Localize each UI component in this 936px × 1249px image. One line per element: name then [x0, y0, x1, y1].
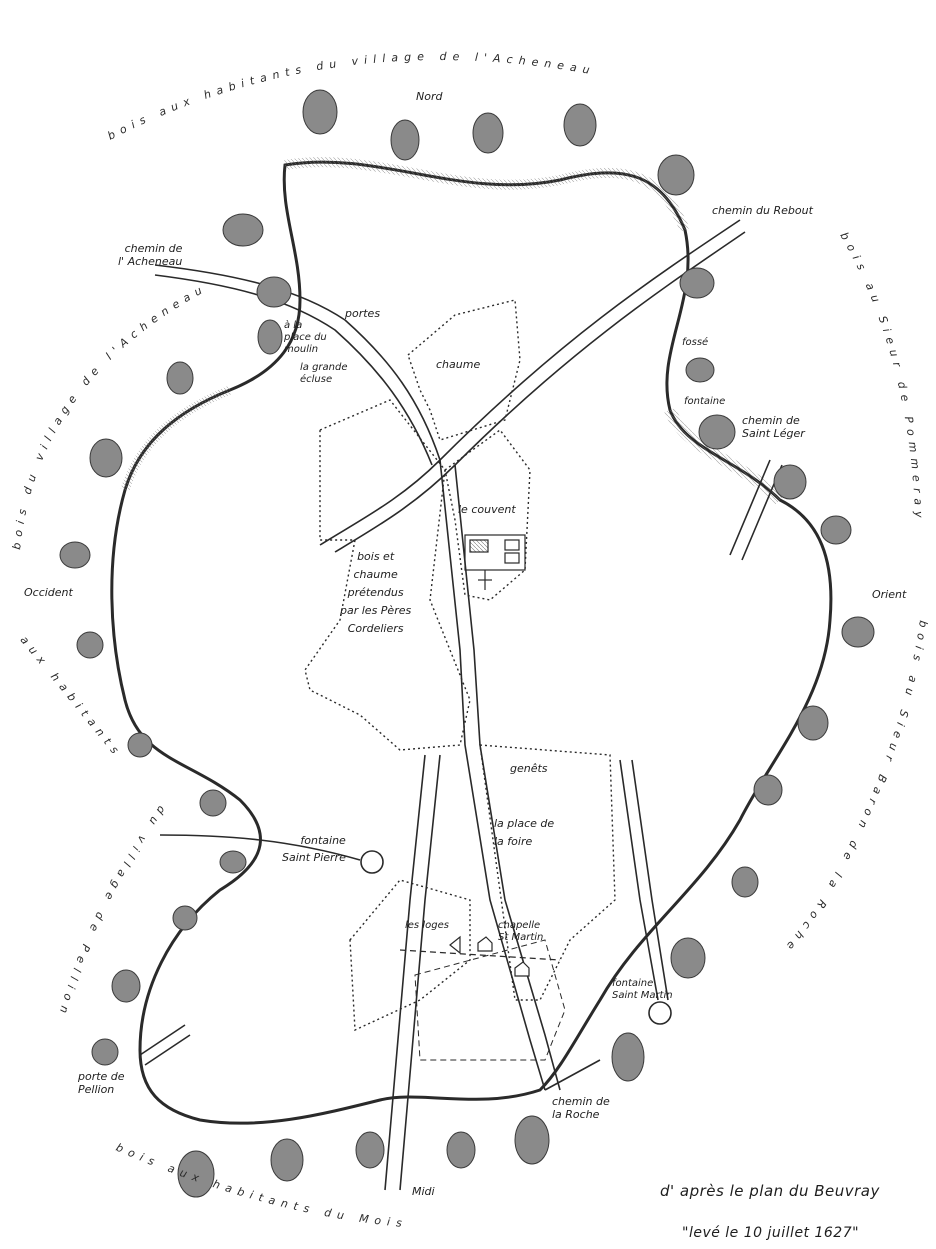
wood-label-right: bois au Sieur de Pommeray [837, 230, 925, 524]
place-label-couvent: le couvent [458, 503, 516, 516]
tree-icon [797, 705, 829, 741]
place-label-loges: les loges [405, 920, 449, 931]
tree-icon [256, 276, 292, 308]
road-roche-a [544, 1059, 601, 1091]
road-label-saint-leger: chemin de Saint Léger [742, 414, 805, 440]
parcel-genets [479, 744, 616, 1001]
tree-icon [76, 631, 104, 659]
tree-icon [222, 213, 264, 247]
tree-icon [698, 414, 736, 450]
tree-icon [472, 112, 504, 154]
place-label-fontaine-martin: fontaine Saint Martin [612, 978, 673, 1001]
tree-icon [685, 357, 715, 383]
compass-west: Occident [24, 586, 73, 599]
roads [139, 219, 783, 1191]
tree-icon [446, 1131, 476, 1169]
tree-icon [390, 119, 420, 161]
tree-icon [841, 616, 875, 648]
forest-boundary [110, 160, 833, 1125]
place-label-fontaine: fontaine [684, 396, 726, 407]
road-central-b [454, 464, 561, 1091]
tree-icon [514, 1115, 550, 1165]
road-fontaine-martin [619, 759, 659, 1001]
tree-icon [59, 541, 91, 569]
tree-icon [91, 1038, 119, 1066]
tree-icon [753, 774, 783, 806]
boundary-shading-left [120, 385, 232, 492]
parcel-south [414, 939, 566, 1061]
road-pierre [159, 834, 361, 861]
place-label-portes: portes [345, 307, 381, 320]
tree-icon [820, 515, 852, 545]
tree-icon [563, 103, 597, 147]
tree-icon [166, 361, 194, 395]
place-label-place-foire: la place de la foire [494, 817, 555, 848]
source-note-line1: d' après le plan du Beuvray [660, 1182, 880, 1200]
parcel-bois-chaume [304, 399, 471, 751]
parcel-loges [349, 879, 471, 1032]
road-rebout-a [319, 219, 741, 546]
wood-label-lower-left-a: aux habitants [18, 633, 125, 760]
tree-icon [111, 969, 141, 1003]
convent-building [464, 534, 526, 590]
tree-icon [611, 1032, 645, 1082]
place-label-genets: genêts [510, 762, 548, 775]
tree-icon [670, 937, 706, 979]
boundary-trees [59, 89, 875, 1198]
road-rebout-b [334, 231, 746, 553]
source-note-line2: "levé le 10 juillet 1627" [682, 1225, 860, 1241]
parcel-couvent [444, 429, 531, 601]
chapel-symbols [399, 935, 561, 977]
tree-icon [219, 850, 247, 874]
road-saint-leger-a [729, 459, 771, 556]
tree-icon [679, 267, 715, 299]
tree-icon [172, 905, 198, 931]
boundary-shading-right [664, 407, 785, 505]
compass-north: Nord [416, 90, 443, 103]
road-fontaine-martin-b [631, 759, 669, 1001]
road-south-west-b [399, 754, 441, 1191]
road-label-rebout: chemin du Rebout [712, 204, 813, 217]
place-label-moulin: à la place du moulin [284, 320, 327, 355]
road-label-acheneau: chemin de l' Acheneau [118, 242, 183, 268]
road-acheneau-a [154, 264, 441, 461]
road-south-west-a [384, 754, 426, 1191]
road-label-porte-pellion: porte de Pellion [78, 1070, 125, 1096]
place-label-ecluse: la grande écluse [300, 362, 348, 385]
fontaine-saint-pierre-marker [360, 850, 384, 874]
wood-label-top: bois aux habitants du village de l'Achen… [106, 50, 597, 143]
place-label-fontaine-pierre: fontaine Saint Pierre [282, 834, 346, 864]
place-label-fosse: fossé [682, 337, 709, 348]
road-pellion-a [139, 1024, 186, 1056]
road-acheneau-b [154, 274, 433, 466]
compass-south: Midi [412, 1185, 435, 1198]
tree-icon [355, 1131, 385, 1169]
tree-icon [89, 438, 123, 478]
road-label-roche: chemin de la Roche [552, 1095, 610, 1121]
tree-icon [302, 89, 338, 135]
place-label-bois-chaume: bois et chaume prétendus par les Pères C… [340, 550, 412, 635]
tree-icon [257, 319, 283, 355]
road-central-a [439, 459, 546, 1091]
fontaine-saint-martin-marker [648, 1001, 672, 1025]
tree-icon [177, 1150, 215, 1198]
place-label-chapelle: chapelle St Martin [498, 920, 544, 943]
tree-icon [773, 464, 807, 500]
tree-icon [199, 789, 227, 817]
tree-icon [270, 1138, 304, 1182]
boundary-shading-top [284, 157, 690, 232]
compass-east: Orient [872, 588, 907, 601]
tree-icon [657, 154, 695, 196]
tree-icon [731, 866, 759, 898]
place-label-chaume: chaume [436, 358, 481, 371]
tree-icon [127, 732, 153, 758]
parcel-chaume [407, 299, 521, 441]
road-pellion-b [144, 1034, 191, 1066]
